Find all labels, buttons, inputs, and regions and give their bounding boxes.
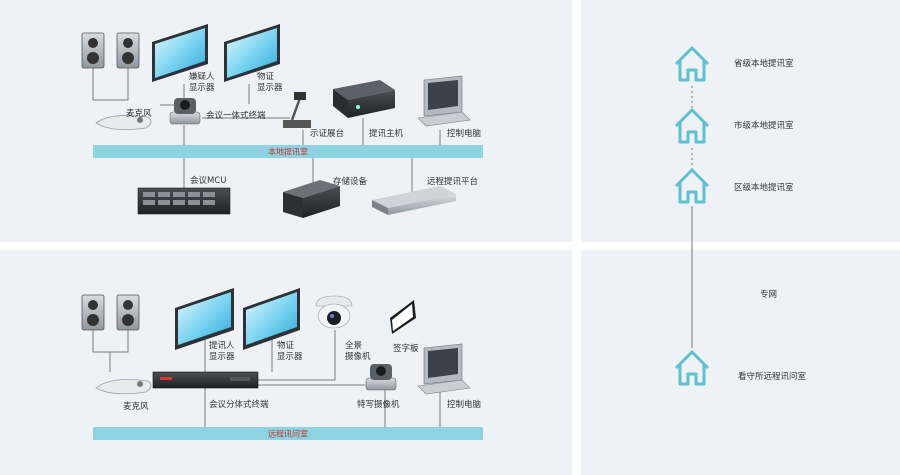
- signing-pad-label: 签字板: [393, 343, 419, 354]
- speaker-icon: [81, 294, 105, 331]
- control-pc-icon: [417, 75, 471, 127]
- house-icon: [674, 108, 710, 144]
- microphone-icon: [95, 379, 152, 395]
- host-label: 提讯主机: [369, 128, 404, 139]
- speaker-icon: [116, 32, 140, 69]
- svg-text:显示器: 显示器: [257, 83, 283, 93]
- bottom-connection-lines: [92, 330, 441, 427]
- mcu-icon: [137, 187, 231, 215]
- remote-detention-node: 看守所远程讯问室: [738, 371, 807, 382]
- platform-icon: [372, 186, 456, 215]
- interrogator-display-icon: [175, 288, 234, 350]
- svg-text:显示器: 显示器: [189, 83, 215, 93]
- svg-text:摄像机: 摄像机: [345, 351, 371, 362]
- hierarchy-panel-bottom: [581, 250, 900, 475]
- storage-label: 存储设备: [333, 176, 368, 187]
- suspect-display-icon: [152, 24, 208, 82]
- visualizer-icon: [283, 92, 311, 128]
- host-icon: [333, 80, 395, 118]
- terminal-label: 会议分体式终端: [209, 399, 269, 410]
- remote-room-bar: [93, 427, 483, 440]
- control-pc-label: 控制电脑: [447, 128, 482, 139]
- microphone-label: 麦克风: [123, 401, 149, 412]
- ptz-camera-label: 特写摄像机: [357, 399, 400, 410]
- storage-icon: [283, 180, 340, 218]
- terminal-camera-icon: [169, 98, 201, 125]
- suspect-display-label: 嫌疑人: [189, 71, 215, 82]
- top-connection-lines: [92, 68, 441, 192]
- remote-room-label: 远程讯问室: [268, 429, 308, 439]
- private-network-label: 专网: [760, 289, 777, 300]
- control-pc-label: 控制电脑: [447, 399, 482, 410]
- interrogator-display-label: 提讯人: [209, 340, 235, 351]
- ptz-camera-icon: [365, 364, 397, 391]
- dome-camera-icon: [315, 295, 353, 329]
- local-room-label: 本地提讯室: [268, 147, 308, 157]
- node-district: 区级本地提讯室: [734, 182, 794, 193]
- local-room-bar: [93, 145, 483, 158]
- speaker-icon: [116, 294, 140, 331]
- control-pc-icon: [417, 343, 471, 395]
- evidence-display-label: 物证: [277, 340, 295, 351]
- house-icon: [674, 168, 710, 204]
- evidence-display-label: 物证: [257, 71, 275, 82]
- node-province: 省级本地提讯室: [734, 58, 794, 69]
- visualizer-label: 示证展台: [310, 128, 344, 139]
- mcu-label: 会议MCU: [190, 175, 227, 186]
- microphone-label: 麦克风: [126, 108, 152, 119]
- evidence-display-icon: [243, 288, 300, 350]
- terminal-label: 会议一体式终端: [206, 110, 266, 121]
- house-icon: [674, 46, 710, 82]
- hierarchy-panel-top: [581, 0, 900, 242]
- microphone-icon: [95, 115, 152, 131]
- svg-text:显示器: 显示器: [209, 352, 235, 362]
- platform-label: 远程提讯平台: [427, 176, 478, 187]
- terminal-box-icon: [152, 371, 259, 389]
- house-icon: [674, 350, 710, 386]
- speaker-icon: [81, 32, 105, 69]
- evidence-display-icon: [224, 24, 280, 82]
- node-city: 市级本地提讯室: [734, 120, 794, 131]
- svg-text:显示器: 显示器: [277, 352, 303, 362]
- signing-pad-icon: [390, 300, 416, 334]
- dome-camera-label: 全景: [345, 340, 362, 351]
